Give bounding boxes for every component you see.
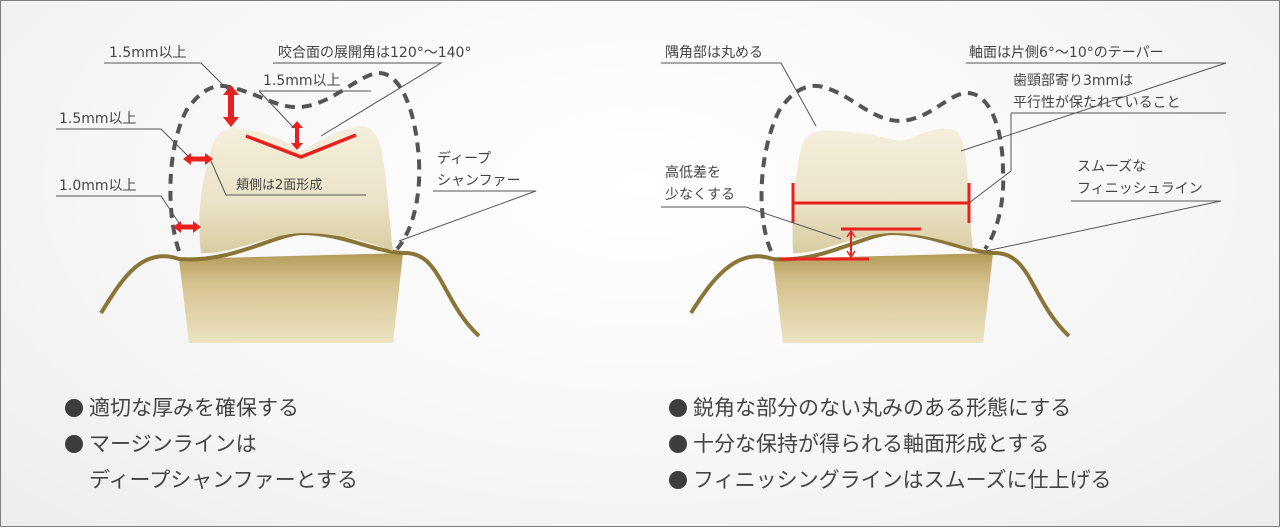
left-bullet-continuation: ディープシャンファーとする <box>89 468 359 492</box>
right-bullet-item: フィニッシングラインはスムーズに仕上げる <box>669 462 1112 498</box>
right-bullet-list: 鋭角な部分のない丸みのある形態にする 十分な保持が得られる軸面形成とする フィニ… <box>669 390 1112 498</box>
label-cervical-2: 平行性が保たれていること <box>1013 95 1181 111</box>
label-deep-chamfer-2: シャンファー <box>437 173 521 189</box>
label-margin-clearance: 1.0mm以上 <box>59 178 137 194</box>
bullet-icon <box>669 399 687 417</box>
left-prepared-crown <box>199 126 393 254</box>
right-bullet-item: 鋭角な部分のない丸みのある形態にする <box>669 390 1112 426</box>
label-height-diff-2: 少なくする <box>665 187 735 203</box>
label-axial-taper: 軸面は片側6°～10°のテーパー <box>969 45 1164 61</box>
right-bullet-item: 十分な保持が得られる軸面形成とする <box>669 426 1112 462</box>
left-leader-lines <box>56 62 537 242</box>
bullet-icon <box>669 471 687 489</box>
left-root <box>179 253 403 343</box>
label-cusp-clearance: 1.5mm以上 <box>263 73 341 89</box>
bullet-icon <box>65 399 83 417</box>
left-bullet-list: 適切な厚みを確保する マージンラインは ディープシャンファーとする <box>65 390 358 498</box>
left-bullet-item: 適切な厚みを確保する <box>65 390 358 426</box>
label-axial-clearance: 1.5mm以上 <box>59 111 137 127</box>
label-occlusal-angle: 咬合面の展開角は120°～140° <box>278 44 471 61</box>
right-prepared-crown <box>792 128 973 254</box>
label-deep-chamfer-1: ディープ <box>437 150 491 167</box>
right-leader-lines <box>661 62 1227 252</box>
right-tooth-diagram: 隅角部は丸める 軸面は片側6°～10°のテーパー 歯頸部寄り3mmは 平行性が保… <box>661 45 1227 343</box>
label-smooth-1: スムーズな <box>1077 159 1146 175</box>
right-root <box>773 253 993 343</box>
bullet-icon <box>669 435 687 453</box>
left-tooth-diagram: 1.5mm以上 咬合面の展開角は120°～140° 1.5mm以上 1.5mm以… <box>56 44 537 343</box>
label-occlusal-clearance: 1.5mm以上 <box>109 45 187 61</box>
label-buccal-two-plane: 頬側は2面形成 <box>236 178 322 193</box>
label-cervical-1: 歯頸部寄り3mmは <box>1013 72 1133 89</box>
label-height-diff-1: 高低差を <box>665 164 721 181</box>
label-rounded-corners: 隅角部は丸める <box>665 45 763 61</box>
label-smooth-2: フィニッシュライン <box>1077 181 1203 197</box>
right-original-crown-outline <box>759 83 1006 252</box>
left-original-crown-outline <box>168 70 422 252</box>
right-red-indicators <box>779 183 971 261</box>
left-bullet-item: マージンラインは <box>65 426 358 462</box>
left-red-indicators <box>173 85 357 233</box>
bullet-icon <box>65 435 83 453</box>
